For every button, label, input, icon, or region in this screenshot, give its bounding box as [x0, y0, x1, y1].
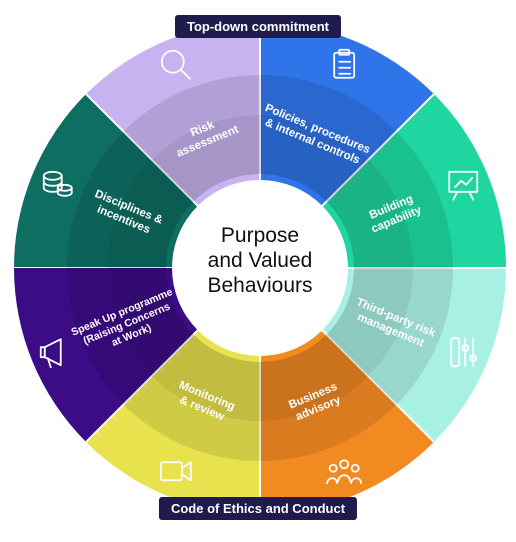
- coins-stack-icon: [42, 170, 73, 197]
- people-group-icon: [326, 459, 363, 485]
- video-camera-icon: [159, 461, 192, 482]
- top-banner: Top-down commitment: [174, 15, 342, 38]
- outer-shade-band: [67, 75, 453, 461]
- megaphone-icon: [39, 338, 62, 369]
- center-title-line: Purpose: [220, 224, 300, 247]
- inner-shade-band: [107, 115, 413, 421]
- presentation-board-icon: [448, 170, 479, 201]
- center-title-line: and Valued: [207, 249, 313, 272]
- magnifier-icon: [160, 49, 191, 80]
- center-title: Purpose and Valued Behaviours: [190, 223, 330, 298]
- sliders-icon: [450, 337, 478, 368]
- bottom-banner: Code of Ethics and Conduct: [158, 497, 358, 520]
- center-title-line: Behaviours: [207, 274, 313, 297]
- clipboard-icon: [333, 48, 356, 79]
- center-circle: [172, 180, 348, 356]
